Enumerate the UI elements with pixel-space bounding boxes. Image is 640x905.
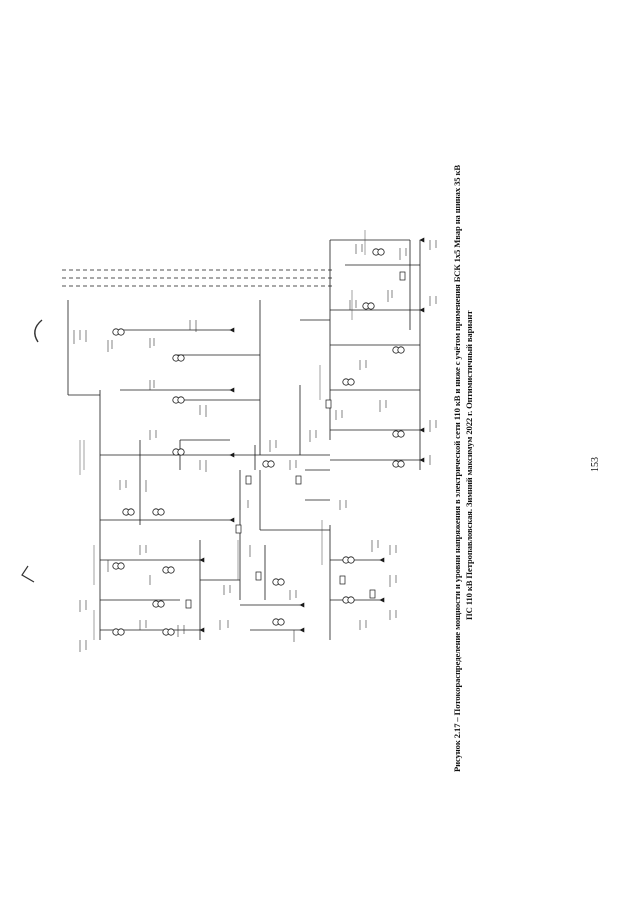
- binder-mark-top: [34, 319, 43, 343]
- binder-mark-bottom: [21, 565, 35, 583]
- switch-boxes: [185, 271, 406, 609]
- figure-caption-line-2: ПС 110 кВ Петропавловская. Зимний максим…: [464, 310, 474, 620]
- load-terminals: [199, 237, 425, 633]
- figure-caption-line-1: Рисунок 2.17 – Потокораспределение мощно…: [452, 164, 462, 772]
- page-number: 153: [590, 457, 601, 472]
- annotation-marks: [73, 240, 437, 652]
- bus-name-marks: [79, 230, 366, 640]
- transformers: [112, 248, 405, 636]
- network-lines: [62, 239, 421, 640]
